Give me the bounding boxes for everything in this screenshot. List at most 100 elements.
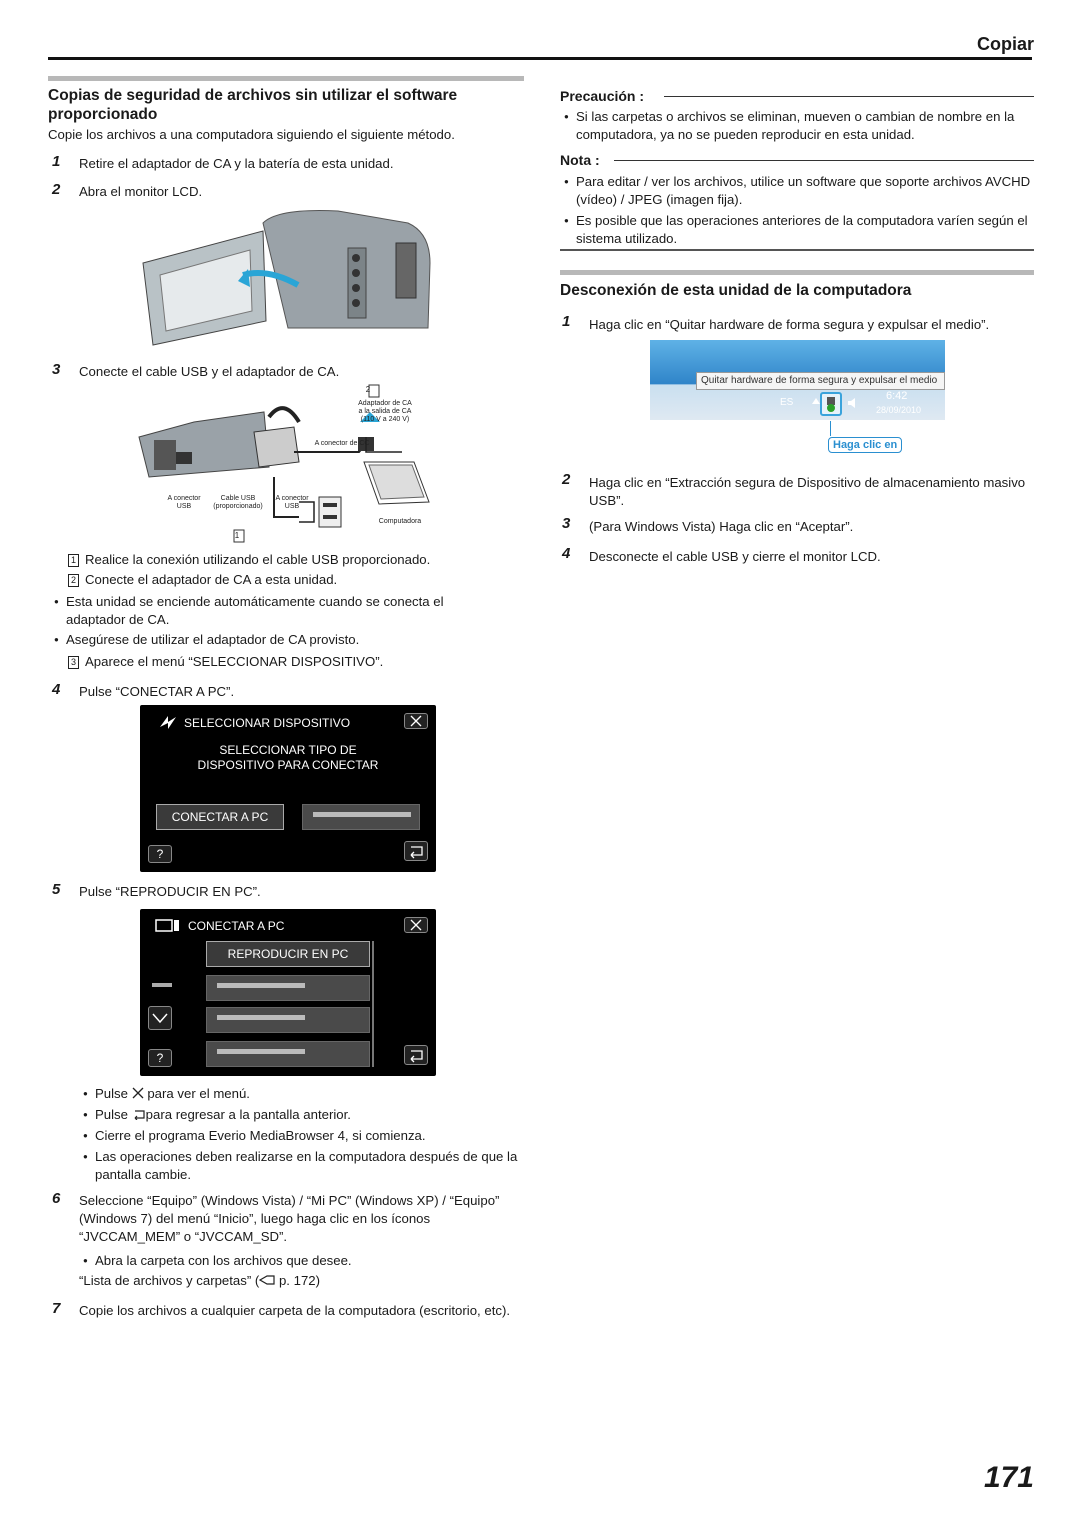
caution-rule	[664, 96, 1034, 97]
step-number: 4	[52, 681, 61, 698]
usb-eject-icon	[827, 397, 835, 412]
scrollbar[interactable]	[372, 941, 374, 1067]
close-icon	[410, 919, 422, 931]
computer-label: Computadora	[378, 518, 422, 525]
taskbar-screenshot: Quitar hardware de forma segura y expuls…	[650, 340, 945, 420]
sub-step-text: Realice la conexión utilizando el cable …	[85, 552, 431, 567]
blurred-option-button[interactable]	[206, 1041, 370, 1067]
bullet-pre: Pulse	[95, 1086, 128, 1101]
section-bar	[560, 270, 1034, 275]
step-number: 1	[562, 313, 571, 330]
back-button[interactable]	[404, 841, 428, 861]
section-title: Copiar	[976, 34, 1034, 54]
step-number: 3	[52, 361, 61, 378]
note-bottom-rule	[560, 249, 1034, 251]
clock-date: 28/09/2010	[876, 405, 922, 415]
bullet-post: para regresar a la pantalla anterior.	[145, 1107, 351, 1122]
note-text: Para editar / ver los archivos, utilice …	[564, 173, 1034, 209]
close-button[interactable]	[404, 713, 428, 729]
clock-time: 6:42	[886, 390, 908, 402]
step-text: Seleccione “Equipo” (Windows Vista) / “M…	[79, 1193, 500, 1244]
screen-title: CONECTAR A PC	[188, 919, 285, 933]
language-indicator[interactable]: ES	[780, 397, 794, 408]
tray-arrow-icon[interactable]	[812, 398, 820, 404]
click-here-callout: Haga clic en	[828, 437, 903, 453]
dc-connector-label: A conector de CC	[314, 440, 370, 447]
step-number: 3	[562, 515, 571, 532]
ac-adapter-label: Adaptador de CA a la salida de CA (110 V…	[358, 400, 412, 423]
step-number: 2	[52, 181, 61, 198]
camcorder-illustration	[142, 210, 431, 346]
close-icon	[132, 1087, 144, 1099]
blurred-option-button[interactable]	[206, 975, 370, 1001]
sub-step-number: 1	[68, 554, 79, 567]
help-button[interactable]: ?	[148, 1049, 172, 1067]
screen-prompt-line: SELECCIONAR TIPO DE	[219, 743, 357, 757]
right-heading: Desconexión de esta unidad de la computa…	[560, 282, 912, 299]
step-number: 5	[52, 881, 61, 898]
step-number: 7	[52, 1300, 61, 1317]
close-button[interactable]	[404, 917, 428, 933]
back-button[interactable]	[404, 1045, 428, 1065]
left-heading: Copias de seguridad de archivos sin util…	[48, 87, 458, 123]
link-text: “Lista de archivos y carpetas” (	[79, 1273, 260, 1288]
device-screen-select: SELECCIONAR DISPOSITIVO SELECCIONAR TIPO…	[140, 705, 436, 872]
step-text: Desconecte el cable USB y cierre el moni…	[589, 549, 881, 564]
back-icon	[410, 846, 423, 859]
bullet-text: Asegúrese de utilizar el adaptador de CA…	[54, 631, 496, 649]
link-page: p. 172)	[275, 1273, 321, 1288]
step-text: Pulse “CONECTAR A PC”.	[79, 684, 235, 699]
bullet-text: Esta unidad se enciende automáticamente …	[54, 593, 496, 629]
usb-cable-label: Cable USB (proporcionado)	[213, 495, 263, 510]
step-text: Retire el adaptador de CA y la batería d…	[79, 156, 394, 171]
screen-prompt-line: DISPOSITIVO PARA CONECTAR	[197, 758, 379, 772]
diagram-mark: 1	[234, 531, 240, 540]
sub-step-text: Conecte el adaptador de CA a esta unidad…	[85, 572, 338, 587]
device-screen-connect: CONECTAR A PC REPRODUCIR EN PC ?	[140, 909, 436, 1076]
note-rule	[614, 160, 1034, 161]
usb-connector-label: A conector USB	[275, 495, 309, 510]
step-text: Pulse “REPRODUCIR EN PC”.	[79, 884, 261, 899]
sub-step-number: 3	[68, 656, 79, 669]
callout-pointer	[830, 421, 831, 436]
header-rule	[48, 57, 1032, 60]
bullet-text: Cierre el programa Everio MediaBrowser 4…	[83, 1127, 515, 1145]
speaker-icon[interactable]	[846, 396, 860, 410]
caution-title: Precaución :	[560, 88, 645, 104]
blurred-option-button[interactable]	[206, 1007, 370, 1033]
back-icon	[410, 1050, 423, 1063]
safely-remove-button[interactable]	[820, 392, 842, 416]
step-text: Abra el monitor LCD.	[79, 184, 203, 199]
connection-diagram	[138, 384, 430, 543]
page-indicator	[152, 983, 172, 987]
cross-reference-link[interactable]: “Lista de archivos y carpetas” ( p. 172)	[79, 1272, 519, 1290]
section-bar	[48, 76, 524, 81]
pc-icon	[155, 919, 179, 932]
step-text: Copie los archivos a cualquier carpeta d…	[79, 1303, 511, 1318]
sub-step-text: Aparece el menú “SELECCIONAR DISPOSITIVO…	[85, 654, 384, 669]
step-text: Haga clic en “Extracción segura de Dispo…	[589, 475, 1026, 508]
scroll-down-button[interactable]	[148, 1006, 172, 1030]
note-text: Es posible que las operaciones anteriore…	[564, 212, 1034, 248]
sub-step: 1 Realice la conexión utilizando el cable…	[68, 551, 524, 569]
connect-icon	[160, 716, 176, 729]
screen-title: SELECCIONAR DISPOSITIVO	[184, 716, 351, 730]
bullet-pre: Pulse	[95, 1107, 128, 1122]
step-number: 2	[562, 471, 571, 488]
help-button[interactable]: ?	[148, 845, 172, 863]
bullet-text: Abra la carpeta con los archivos que des…	[83, 1252, 515, 1270]
sub-step: 3 Aparece el menú “SELECCIONAR DISPOSITIV…	[68, 653, 524, 671]
diagram-mark: 2	[365, 385, 371, 394]
step-number: 6	[52, 1190, 61, 1207]
page-number: 171	[983, 1461, 1034, 1494]
intro-text: Copie los archivos a una computadora sig…	[48, 127, 455, 142]
caution-text: Si las carpetas o archivos se eliminan, …	[564, 108, 1034, 144]
play-on-pc-button[interactable]: REPRODUCIR EN PC	[206, 941, 370, 967]
chevron-down-icon	[152, 1013, 168, 1024]
close-icon	[410, 715, 422, 727]
blurred-option-button[interactable]	[302, 804, 420, 830]
reference-hand-icon	[259, 1275, 275, 1285]
connect-to-pc-button[interactable]: CONECTAR A PC	[156, 804, 284, 830]
step-text: (Para Windows Vista) Haga clic en “Acept…	[589, 519, 854, 534]
